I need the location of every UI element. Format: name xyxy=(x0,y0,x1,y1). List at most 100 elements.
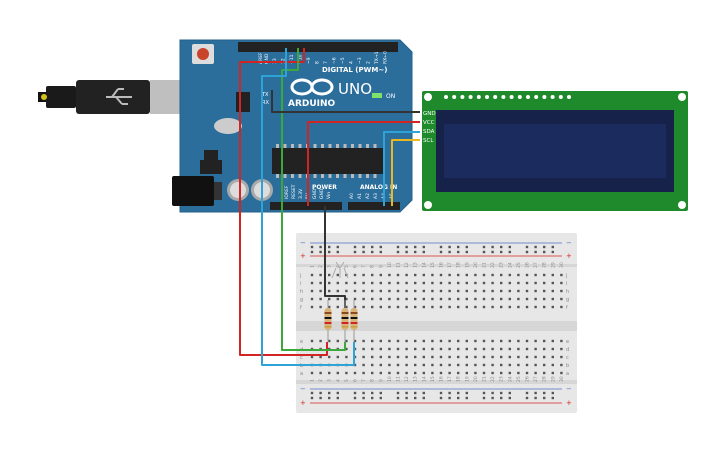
breadboard-hole xyxy=(551,339,554,343)
breadboard-hole xyxy=(414,396,417,400)
analog-header[interactable] xyxy=(348,202,400,210)
breadboard-hole xyxy=(534,245,537,249)
breadboard-hole xyxy=(328,355,331,359)
breadboard-hole xyxy=(371,297,374,301)
breadboard-hole xyxy=(336,305,339,309)
resistor[interactable] xyxy=(324,300,332,342)
breadboard-hole xyxy=(379,347,382,351)
chip-pin xyxy=(336,144,339,148)
breadboard-hole xyxy=(371,371,374,375)
column-number: 8 xyxy=(370,379,376,382)
breadboard-hole xyxy=(543,289,546,293)
breadboard-hole xyxy=(525,289,529,293)
breadboard-hole xyxy=(336,391,339,395)
breadboard-hole xyxy=(500,339,503,343)
digital-pin-label: TX→1 xyxy=(374,51,380,65)
breadboard-hole xyxy=(517,281,520,285)
breadboard-hole xyxy=(379,363,382,367)
arduino-logo xyxy=(290,78,334,96)
power-header[interactable] xyxy=(270,202,342,210)
gnd-pin-label-2: GND xyxy=(319,188,325,199)
breadboard-hole xyxy=(500,371,503,375)
breadboard-hole xyxy=(500,391,503,395)
breadboard-hole xyxy=(465,339,468,343)
wire-green[interactable] xyxy=(281,48,346,351)
breadboard-hole xyxy=(543,245,546,249)
column-number: 27 xyxy=(533,376,539,382)
breadboard-hole xyxy=(405,297,408,301)
breadboard-hole xyxy=(414,245,417,249)
breadboard-hole xyxy=(371,305,374,309)
column-number: 13 xyxy=(413,376,419,382)
breadboard-hole xyxy=(388,363,391,367)
breadboard-hole xyxy=(551,355,554,359)
breadboard-hole xyxy=(422,339,425,343)
wires xyxy=(239,48,420,366)
breadboard-hole xyxy=(345,281,348,285)
column-number: 19 xyxy=(464,376,470,382)
power-jack[interactable] xyxy=(172,176,214,206)
breadboard-hole xyxy=(500,250,503,254)
breadboard-hole xyxy=(371,347,374,351)
lcd-header-pin xyxy=(526,95,530,99)
usb-icon xyxy=(106,88,132,105)
breadboard-hole xyxy=(336,245,339,249)
rgb-led[interactable] xyxy=(331,261,349,279)
lcd-header-pin xyxy=(501,95,506,99)
chip-pin xyxy=(298,174,302,178)
breadboard-hole xyxy=(405,371,408,375)
breadboard-hole xyxy=(422,355,425,359)
row-letter: j xyxy=(565,273,567,279)
breadboard-hole xyxy=(560,339,563,343)
breadboard-hole xyxy=(345,371,348,375)
breadboard-hole xyxy=(353,297,357,301)
breadboard-hole xyxy=(353,250,357,254)
column-number: 1 xyxy=(310,265,316,268)
resistor[interactable] xyxy=(341,300,349,342)
digital-pin-label: ~9 xyxy=(306,57,312,64)
lcd-header-pin xyxy=(558,95,563,99)
breadboard-hole xyxy=(379,355,382,359)
breadboard-hole xyxy=(396,245,400,249)
breadboard-hole xyxy=(534,289,537,293)
breadboard-hole xyxy=(379,391,382,395)
wire-blue-lcd-sda[interactable] xyxy=(383,131,420,206)
breadboard-hole xyxy=(534,250,537,254)
row-letter: a xyxy=(300,371,303,377)
breadboard-hole xyxy=(508,339,511,343)
breadboard-hole xyxy=(543,347,546,351)
breadboard-hole xyxy=(500,347,503,351)
wire-black-lcd-gnd[interactable] xyxy=(271,90,420,113)
wire-blue[interactable] xyxy=(261,48,355,366)
wire-red-lcd-vcc[interactable] xyxy=(307,121,420,206)
breadboard-hole xyxy=(396,250,400,254)
wire-yellow-lcd-scl[interactable] xyxy=(391,139,420,206)
column-number: 17 xyxy=(447,262,453,268)
breadboard-hole xyxy=(491,396,494,400)
microcontroller-chip xyxy=(272,148,384,174)
digital-header[interactable] xyxy=(238,42,398,52)
breadboard-hole xyxy=(474,281,477,285)
breadboard-hole xyxy=(500,273,503,277)
breadboard-hole xyxy=(439,289,443,293)
breadboard-hole xyxy=(396,391,400,395)
breadboard-hole xyxy=(310,245,314,249)
resistor[interactable] xyxy=(350,300,358,342)
breadboard-hole xyxy=(534,273,537,277)
breadboard-hole xyxy=(328,305,331,309)
breadboard-hole xyxy=(543,305,546,309)
digital-pin-label: ~6 xyxy=(332,57,338,64)
digital-label: DIGITAL (PWM~) xyxy=(322,66,387,74)
breadboard-hole xyxy=(457,396,460,400)
breadboard-hole xyxy=(543,273,546,277)
breadboard-hole xyxy=(345,355,348,359)
breadboard-hole xyxy=(353,273,357,277)
breadboard-hole xyxy=(534,396,537,400)
breadboard-hole xyxy=(362,339,365,343)
wire-red[interactable] xyxy=(239,48,328,356)
arduino-uno-board[interactable]: ARDUINO UNO DIGITAL (PWM~) ON TX RX POWE… xyxy=(172,39,413,213)
breadboard-hole xyxy=(448,305,451,309)
